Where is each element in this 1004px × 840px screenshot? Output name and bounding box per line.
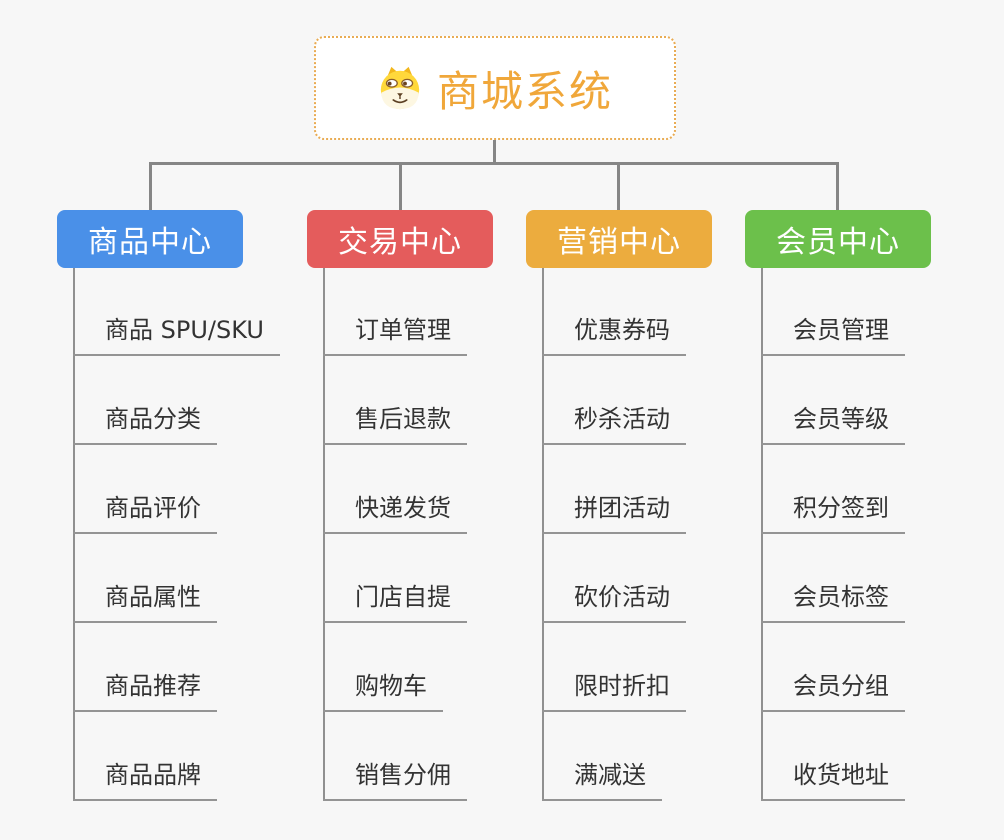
child-topic[interactable]: 商品推荐 bbox=[73, 672, 217, 712]
child-topic[interactable]: 快递发货 bbox=[323, 494, 467, 534]
branch-trunk-line bbox=[323, 268, 325, 801]
branch-node-member-center[interactable]: 会员中心 bbox=[745, 210, 931, 268]
root-topic-title: 商城系统 bbox=[436, 66, 613, 116]
connector-drop-line bbox=[836, 164, 839, 210]
branch-node-marketing-center[interactable]: 营销中心 bbox=[526, 210, 712, 268]
child-topic[interactable]: 商品属性 bbox=[73, 583, 217, 623]
child-topic[interactable]: 购物车 bbox=[323, 672, 443, 712]
child-topic[interactable]: 商品评价 bbox=[73, 494, 217, 534]
root-topic[interactable]: 商城系统 bbox=[314, 36, 676, 140]
branch-trunk-line bbox=[542, 268, 544, 801]
child-topic[interactable]: 会员分组 bbox=[761, 672, 905, 712]
child-topic[interactable]: 商品分类 bbox=[73, 405, 217, 445]
branch-trunk-line bbox=[761, 268, 763, 801]
branch-node-product-center[interactable]: 商品中心 bbox=[57, 210, 243, 268]
child-topic[interactable]: 优惠券码 bbox=[542, 316, 686, 356]
child-topic[interactable]: 秒杀活动 bbox=[542, 405, 686, 445]
connector-drop-line bbox=[149, 164, 152, 210]
child-topic[interactable]: 积分签到 bbox=[761, 494, 905, 534]
child-topic[interactable]: 售后退款 bbox=[323, 405, 467, 445]
branch-node-trade-center[interactable]: 交易中心 bbox=[307, 210, 493, 268]
child-topic[interactable]: 限时折扣 bbox=[542, 672, 686, 712]
child-topic[interactable]: 砍价活动 bbox=[542, 583, 686, 623]
child-topic[interactable]: 拼团活动 bbox=[542, 494, 686, 534]
connector-horizontal-bar bbox=[149, 162, 839, 165]
branch-trunk-line bbox=[73, 268, 75, 801]
child-topic[interactable]: 收货地址 bbox=[761, 761, 905, 801]
child-topic[interactable]: 满减送 bbox=[542, 761, 662, 801]
branch-product-center: 商品中心 商品 SPU/SKU 商品分类 商品评价 商品属性 商品推荐 商品品牌 bbox=[57, 210, 287, 810]
child-topic[interactable]: 订单管理 bbox=[323, 316, 467, 356]
branch-marketing-center: 营销中心 优惠券码 秒杀活动 拼团活动 砍价活动 限时折扣 满减送 bbox=[526, 210, 756, 810]
child-topic[interactable]: 会员标签 bbox=[761, 583, 905, 623]
child-topic[interactable]: 会员等级 bbox=[761, 405, 905, 445]
connector-drop-line bbox=[617, 164, 620, 210]
child-topic[interactable]: 会员管理 bbox=[761, 316, 905, 356]
dog-face-icon bbox=[380, 66, 420, 110]
child-topic[interactable]: 门店自提 bbox=[323, 583, 467, 623]
child-topic[interactable]: 商品 SPU/SKU bbox=[73, 316, 280, 356]
connector-root-stem bbox=[493, 140, 496, 164]
child-topic[interactable]: 销售分佣 bbox=[323, 761, 467, 801]
child-topic[interactable]: 商品品牌 bbox=[73, 761, 217, 801]
connector-drop-line bbox=[399, 164, 402, 210]
branch-member-center: 会员中心 会员管理 会员等级 积分签到 会员标签 会员分组 收货地址 bbox=[745, 210, 975, 810]
branch-trade-center: 交易中心 订单管理 售后退款 快递发货 门店自提 购物车 销售分佣 bbox=[307, 210, 537, 810]
